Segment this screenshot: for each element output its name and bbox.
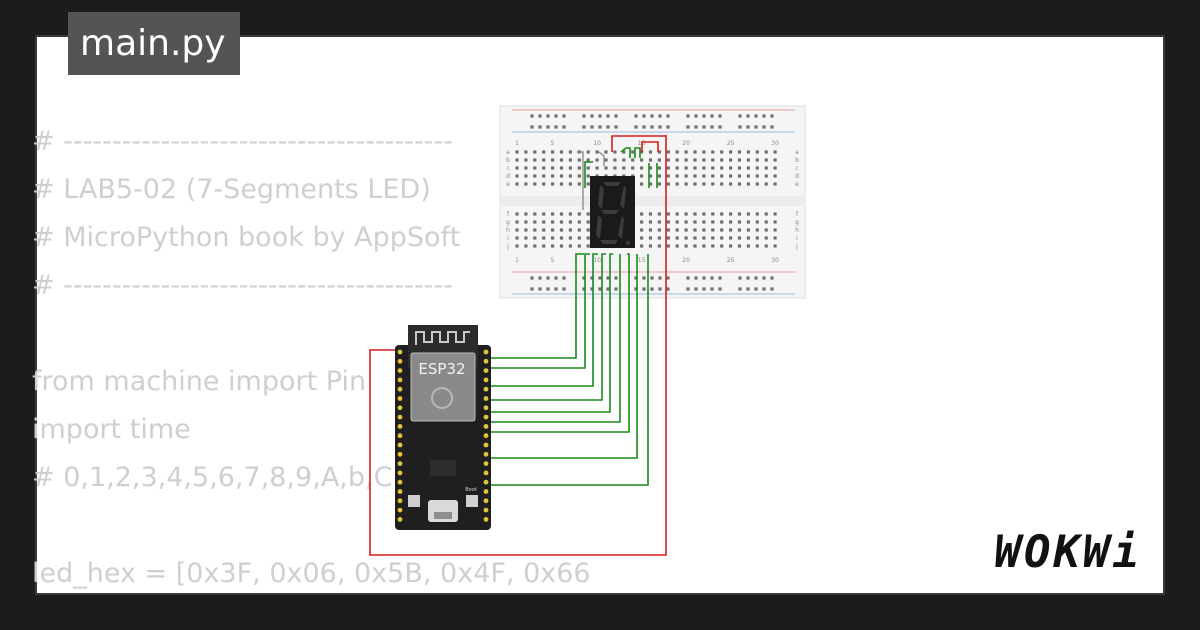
breadboard-holes [515,114,777,291]
code-line: from machine import Pin [32,366,367,397]
code-line: # LAB5-02 (7-Segments LED) [32,174,431,205]
esp32-pins [397,349,489,522]
code-line: # --------------------------------------… [32,270,453,301]
column-number: 25 [727,140,735,147]
row-letter: d [506,173,510,180]
column-number: 20 [682,140,690,147]
row-letter: f [796,211,799,218]
code-line: # MicroPython book by AppSoft [32,222,461,253]
code-line: import time [32,414,191,445]
boot-label: Boot [465,487,477,493]
column-number: 5 [551,140,555,147]
row-letter: c [795,165,798,172]
file-tab[interactable]: main.py [68,12,240,75]
jumper-wires [577,151,605,210]
row-letter: h [795,227,799,234]
wokwi-logo: WOKWi [994,527,1142,578]
row-letter: e [795,181,799,188]
row-letter: j [506,243,509,250]
en-button[interactable] [408,495,420,507]
row-letter: i [796,235,798,242]
row-letter: b [506,157,510,164]
row-letter: j [795,243,798,250]
code-line: led_hex = [0x3F, 0x06, 0x5B, 0x4F, 0x66 [32,558,591,589]
power-wires [369,135,667,556]
row-letter: c [506,165,509,172]
signal-wires [486,147,658,486]
column-number: 5 [551,257,555,264]
column-number: 30 [771,140,779,147]
row-letter: f [507,211,510,218]
column-number: 10 [593,140,601,147]
esp32-label: ESP32 [418,360,465,378]
row-letter: i [507,235,509,242]
row-letter: g [506,219,510,226]
row-letter: g [795,219,799,226]
column-number: 30 [771,257,779,264]
column-number: 20 [682,257,690,264]
seven-segment-display[interactable] [590,176,635,248]
column-number: 1 [515,257,519,264]
row-letter: d [795,173,799,180]
row-letter: h [506,227,510,234]
column-number: 10 [593,257,601,264]
column-number: 15 [638,257,646,264]
column-number: 25 [727,257,735,264]
row-letter: a [795,149,799,156]
esp32-board[interactable]: ESP32 Boot [395,325,491,530]
row-letter: b [795,157,799,164]
row-letter: e [506,181,510,188]
row-letter: a [506,149,510,156]
boot-button[interactable] [466,495,478,507]
code-line: # --------------------------------------… [32,126,453,157]
column-number: 1 [515,140,519,147]
